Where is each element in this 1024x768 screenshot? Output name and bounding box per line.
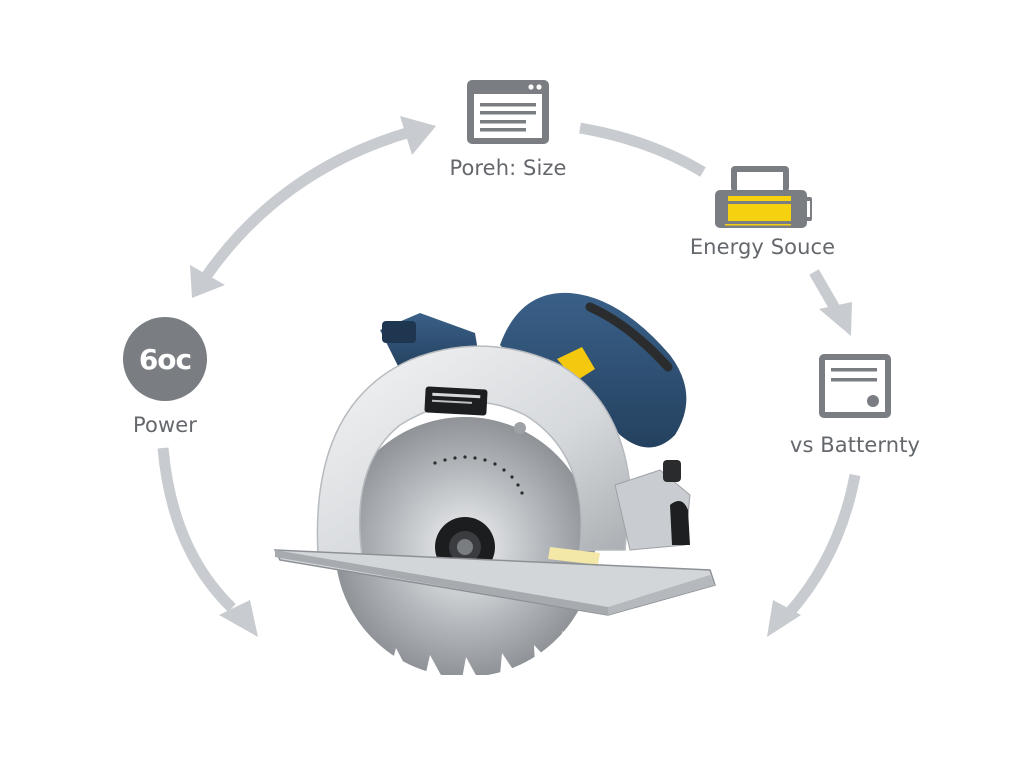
node-label-battery: vs Batternty [789, 433, 921, 457]
arrowhead [819, 302, 852, 336]
battery-icon [714, 166, 812, 228]
node-size: Poreh: Size [438, 76, 578, 180]
saw-trigger [557, 347, 595, 381]
arrowhead [767, 600, 801, 637]
arrow-energy-to-battery [809, 269, 841, 313]
node-battery: vs Batternty [780, 350, 930, 457]
node-power: 6oc Power [100, 317, 230, 437]
node-label-power: Power [133, 413, 197, 437]
arrowhead [190, 265, 225, 298]
arrow-power-to-size [200, 126, 412, 282]
node-label-energy: Energy Souce [689, 235, 836, 259]
arrow-power-down [157, 447, 236, 612]
node-label-size: Poreh: Size [449, 156, 567, 180]
browser-window-icon [467, 80, 549, 144]
power-badge-icon: 6oc [123, 317, 207, 401]
node-energy: Energy Souce [680, 163, 845, 259]
circular-saw-illustration [273, 292, 716, 675]
arrowhead [400, 116, 436, 155]
saw-handle [500, 292, 687, 448]
arrow-battery-down [785, 473, 861, 616]
arc-size-to-energy [579, 122, 706, 177]
arrowhead [219, 600, 258, 637]
card-window-icon [819, 354, 891, 418]
